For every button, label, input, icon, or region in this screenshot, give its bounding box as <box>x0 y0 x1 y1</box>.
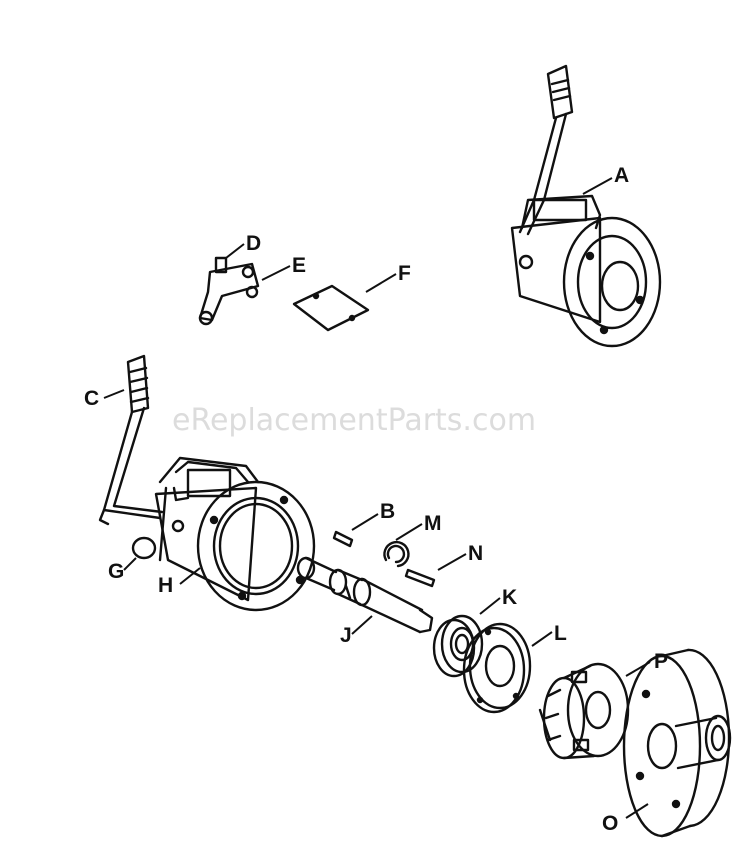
part-e-shift-arm[interactable] <box>198 262 260 326</box>
leader-a <box>582 177 613 195</box>
callout-d: D <box>246 232 261 255</box>
leader-k <box>479 597 501 615</box>
callout-m: M <box>424 512 442 535</box>
callout-a: A <box>614 164 629 187</box>
part-n-pin[interactable] <box>404 568 436 588</box>
part-d-pin[interactable] <box>214 256 228 274</box>
callout-o: O <box>602 812 618 835</box>
callout-e: E <box>292 254 306 277</box>
leader-b <box>351 513 379 531</box>
part-f-cover-plate[interactable] <box>292 284 370 332</box>
watermark-text: eReplacementParts.com <box>172 403 536 438</box>
part-m-retaining-ring[interactable] <box>383 540 410 568</box>
leader-j <box>351 615 373 635</box>
callout-g: G <box>108 560 124 583</box>
callout-k: K <box>502 586 517 609</box>
part-h-gearbox-housing[interactable] <box>154 456 316 612</box>
part-g-plug[interactable] <box>131 536 157 560</box>
callout-c: C <box>84 387 99 410</box>
part-l-spacer-plate[interactable] <box>462 622 532 714</box>
leader-l <box>531 631 553 647</box>
leader-c <box>103 389 125 399</box>
leader-e <box>261 265 291 281</box>
callout-p: P <box>654 650 668 673</box>
callout-b: B <box>380 500 395 523</box>
part-j-shaft[interactable] <box>296 556 434 634</box>
part-a-gearbox-assembly[interactable] <box>510 64 662 348</box>
leader-g <box>123 557 137 571</box>
leader-m <box>395 523 423 541</box>
callout-j: J <box>340 624 352 647</box>
callout-f: F <box>398 262 411 285</box>
callout-n: N <box>468 542 483 565</box>
part-p-clutch-assembly[interactable] <box>538 662 630 760</box>
part-o-hub-coupling[interactable] <box>622 648 732 838</box>
leader-f <box>365 273 397 293</box>
callout-l: L <box>554 622 567 645</box>
leader-n <box>437 553 467 571</box>
part-b-key[interactable] <box>332 530 354 548</box>
leader-h <box>179 567 201 585</box>
leader-o <box>625 803 649 819</box>
part-c-shift-lever[interactable] <box>98 354 164 526</box>
leader-d <box>225 243 245 259</box>
callout-h: H <box>158 574 173 597</box>
